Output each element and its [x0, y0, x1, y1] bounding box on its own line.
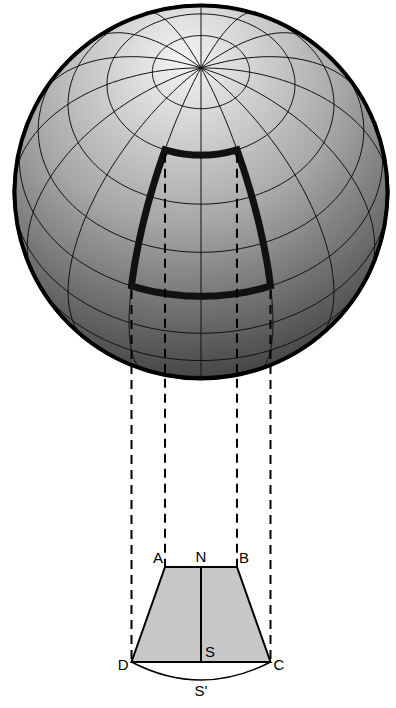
projection-line: [236, 154, 238, 567]
point-label: B: [239, 550, 249, 565]
point-label: D: [118, 657, 129, 672]
point-label: N: [196, 549, 207, 564]
point-label: S': [195, 683, 208, 698]
parallel: [19, 122, 201, 296]
point-label: S: [205, 644, 215, 659]
globe-body: [13, 4, 389, 380]
projected-trapezoid: [132, 567, 271, 662]
meridian: [146, 12, 201, 68]
point-label: C: [273, 657, 284, 672]
parallel: [152, 36, 249, 109]
parallel: [68, 4, 334, 204]
central-meridian: [200, 567, 202, 662]
meridian: [201, 68, 375, 282]
parallel: [13, 192, 201, 333]
parallel: [201, 192, 389, 333]
parallel: [107, 14, 295, 155]
quadrilateral: [132, 150, 271, 296]
meridian: [201, 57, 364, 99]
true-arc: [132, 662, 271, 680]
projection-line: [164, 154, 166, 567]
meridian: [201, 12, 256, 68]
projection-line: [269, 290, 271, 662]
meridian: [38, 57, 201, 99]
point-label: A: [153, 550, 163, 565]
parallel: [201, 122, 383, 296]
meridian: [201, 68, 334, 341]
globe-outline: [15, 6, 388, 379]
meridian: [27, 68, 201, 282]
projection-line: [131, 290, 133, 662]
